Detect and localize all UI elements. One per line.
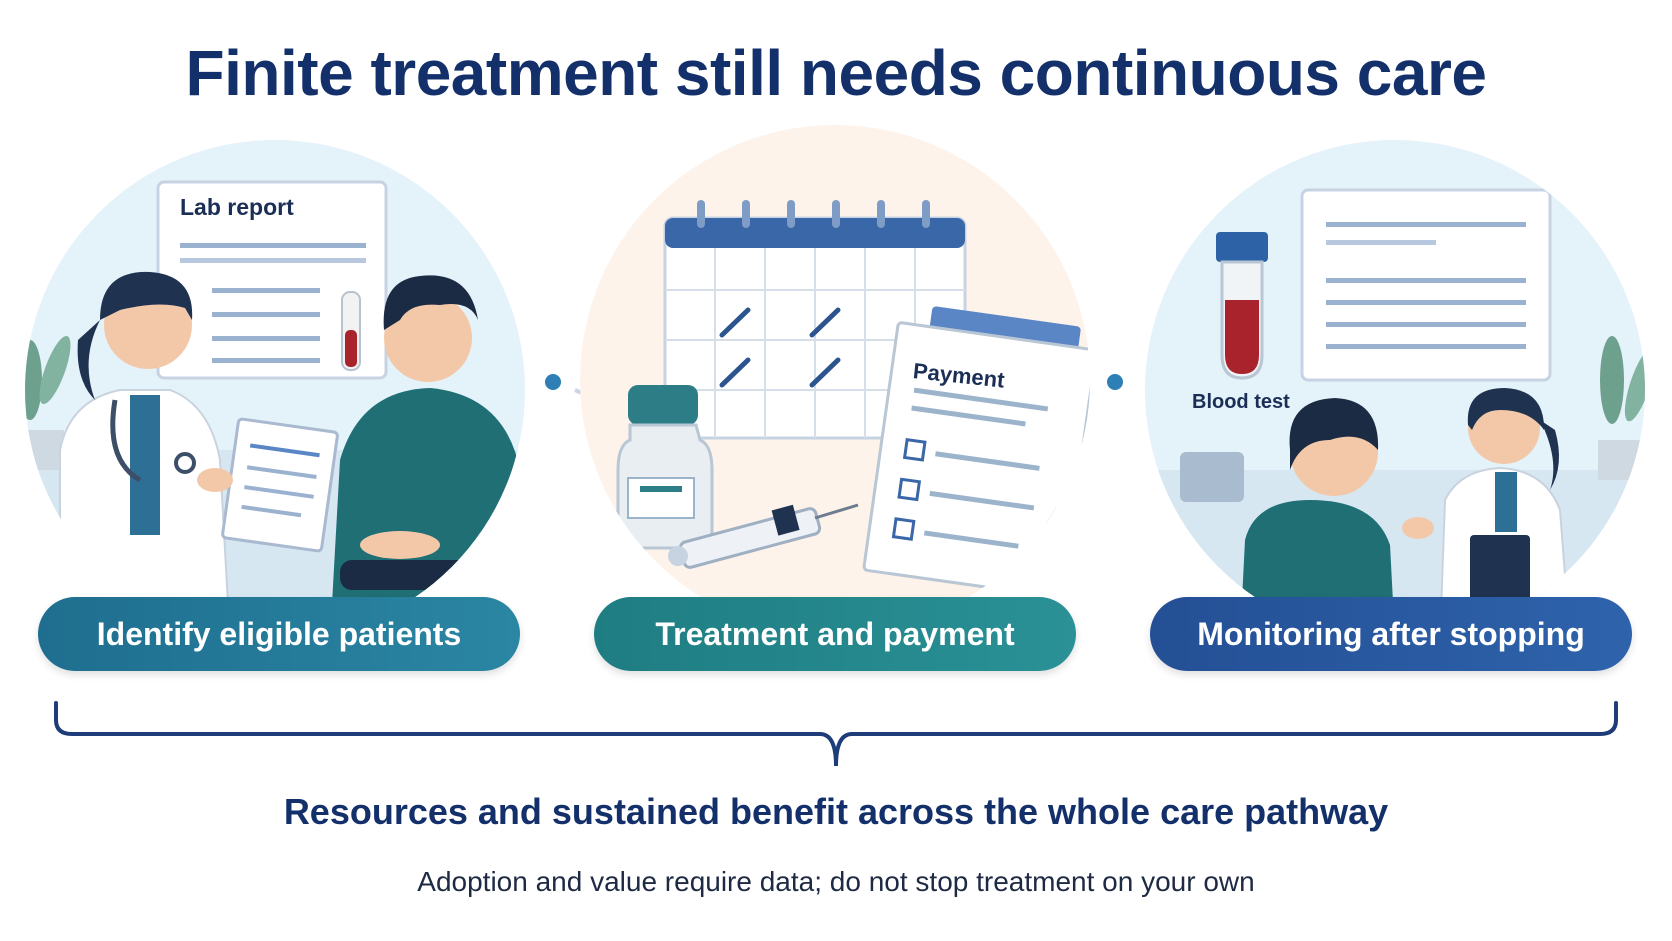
footnote: Adoption and value require data; do not … [417, 866, 1255, 897]
panel-monitoring-scene: Blood test [1145, 140, 1645, 640]
step-monitoring-after-stopping: Monitoring after stopping [1150, 597, 1632, 671]
step-treatment-and-payment: Treatment and payment [594, 597, 1076, 671]
results-screen [1300, 188, 1552, 382]
lab-report-label: Lab report [180, 194, 294, 220]
vial-icon [616, 385, 714, 550]
payment-form-icon [862, 306, 1090, 599]
lab-report-board [156, 180, 388, 380]
clipboard-icon [221, 417, 339, 553]
syringe-icon [668, 503, 859, 569]
blood-test-tube-icon [1216, 232, 1268, 380]
pathway-summary: Resources and sustained benefit across t… [283, 791, 1389, 832]
panel-identify-scene: Lab report [25, 140, 525, 640]
blood-test-label: Blood test [1192, 391, 1290, 413]
panel-treatment-scene: Payment [580, 125, 1090, 635]
step-identify-eligible-patients: Identify eligible patients [38, 597, 520, 671]
page-title: Finite treatment still needs continuous … [185, 37, 1487, 109]
pathway-bracket [54, 701, 1618, 767]
